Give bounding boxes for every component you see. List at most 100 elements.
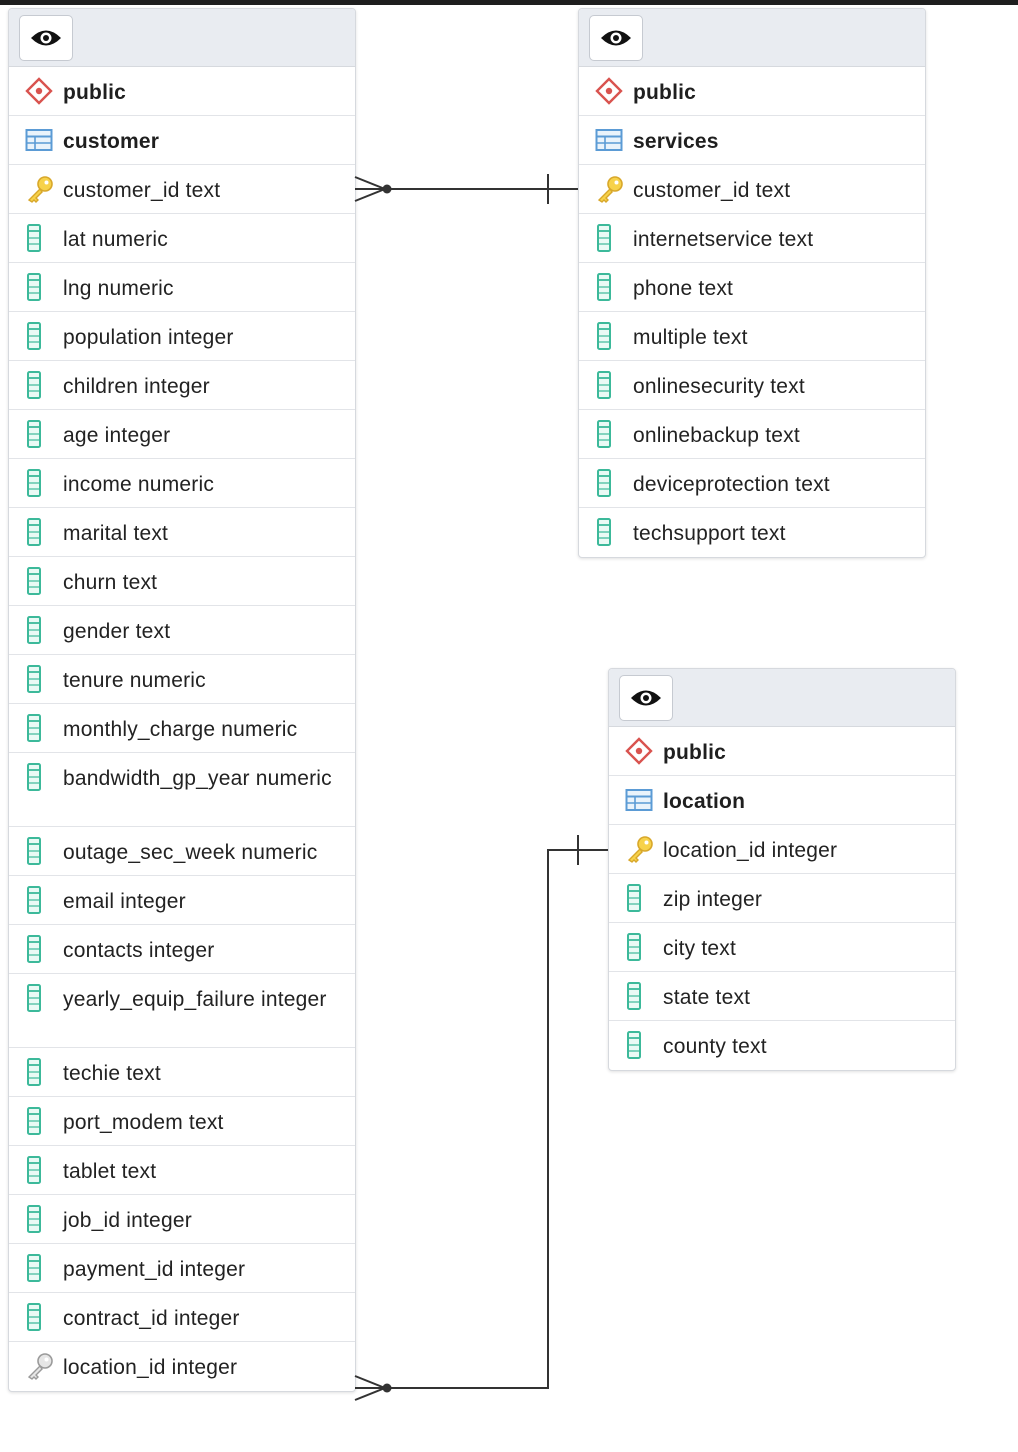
- row-label: yearly_equip_failure integer: [63, 988, 327, 1011]
- column-icon: [625, 884, 655, 912]
- column-row[interactable]: contract_id integer: [9, 1293, 355, 1342]
- row-label: internetservice text: [633, 228, 814, 251]
- column-icon: [25, 763, 55, 791]
- table-icon: [625, 787, 655, 813]
- row-label: gender text: [63, 620, 171, 643]
- column-row[interactable]: outage_sec_week numeric: [9, 827, 355, 876]
- crowfoot-upper: [354, 1375, 386, 1389]
- column-icon: [625, 982, 655, 1010]
- column-row[interactable]: techie text: [9, 1048, 355, 1097]
- column-icon: [25, 1303, 55, 1331]
- column-row[interactable]: lng numeric: [9, 263, 355, 312]
- column-row[interactable]: job_id integer: [9, 1195, 355, 1244]
- column-icon: [25, 935, 55, 963]
- relationship-dot: [382, 184, 392, 194]
- column-row[interactable]: multiple text: [579, 312, 925, 361]
- row-label: payment_id integer: [63, 1258, 246, 1281]
- column-row[interactable]: county text: [609, 1021, 955, 1070]
- schema-row[interactable]: public: [579, 67, 925, 116]
- column-row[interactable]: onlinebackup text: [579, 410, 925, 459]
- column-icon: [625, 933, 655, 961]
- column-row[interactable]: gender text: [9, 606, 355, 655]
- column-icon: [595, 420, 625, 448]
- row-label: bandwidth_gp_year numeric: [63, 767, 332, 790]
- column-row[interactable]: location_id integer: [609, 825, 955, 874]
- schema-icon: [595, 77, 625, 105]
- column-row[interactable]: customer_id text: [579, 165, 925, 214]
- column-icon: [25, 837, 55, 865]
- column-row[interactable]: marital text: [9, 508, 355, 557]
- table-name-row[interactable]: location: [609, 776, 955, 825]
- column-row[interactable]: zip integer: [609, 874, 955, 923]
- row-label: age integer: [63, 424, 171, 447]
- relationship-customer-services[interactable]: [354, 174, 578, 204]
- row-label: services: [633, 130, 719, 153]
- column-icon: [25, 616, 55, 644]
- column-row[interactable]: internetservice text: [579, 214, 925, 263]
- column-row[interactable]: yearly_equip_failure integer: [9, 974, 355, 1048]
- column-row[interactable]: payment_id integer: [9, 1244, 355, 1293]
- row-label: public: [633, 81, 697, 104]
- column-row[interactable]: bandwidth_gp_year numeric: [9, 753, 355, 827]
- table-icon: [595, 127, 625, 153]
- column-row[interactable]: city text: [609, 923, 955, 972]
- row-label: port_modem text: [63, 1111, 224, 1134]
- column-icon: [25, 224, 55, 252]
- column-row[interactable]: customer_id text: [9, 165, 355, 214]
- column-row[interactable]: phone text: [579, 263, 925, 312]
- row-label: job_id integer: [63, 1209, 192, 1232]
- column-row[interactable]: port_modem text: [9, 1097, 355, 1146]
- row-label: churn text: [63, 571, 158, 594]
- row-label: children integer: [63, 375, 210, 398]
- table-name-row[interactable]: customer: [9, 116, 355, 165]
- column-row[interactable]: email integer: [9, 876, 355, 925]
- eye-icon[interactable]: [619, 675, 673, 721]
- row-label: location_id integer: [63, 1356, 238, 1379]
- column-row[interactable]: contacts integer: [9, 925, 355, 974]
- row-label: public: [63, 81, 127, 104]
- column-row[interactable]: tablet text: [9, 1146, 355, 1195]
- row-label: phone text: [633, 277, 734, 300]
- column-icon: [595, 224, 625, 252]
- table-services[interactable]: public services customer_id text internetse…: [578, 8, 926, 558]
- column-icon: [25, 322, 55, 350]
- row-label: email integer: [63, 890, 186, 913]
- row-label: lat numeric: [63, 228, 168, 251]
- column-row[interactable]: tenure numeric: [9, 655, 355, 704]
- row-label: public: [663, 741, 727, 764]
- crowfoot-lower: [354, 188, 386, 202]
- column-row[interactable]: onlinesecurity text: [579, 361, 925, 410]
- eye-icon[interactable]: [589, 15, 643, 61]
- column-icon: [625, 1031, 655, 1059]
- eye-icon[interactable]: [19, 15, 73, 61]
- column-row[interactable]: children integer: [9, 361, 355, 410]
- schema-row[interactable]: public: [609, 727, 955, 776]
- row-label: tenure numeric: [63, 669, 206, 692]
- column-row[interactable]: lat numeric: [9, 214, 355, 263]
- column-row[interactable]: techsupport text: [579, 508, 925, 557]
- column-row[interactable]: churn text: [9, 557, 355, 606]
- column-icon: [25, 1058, 55, 1086]
- column-row[interactable]: age integer: [9, 410, 355, 459]
- table-name-row[interactable]: services: [579, 116, 925, 165]
- row-label: contract_id integer: [63, 1307, 240, 1330]
- column-row[interactable]: monthly_charge numeric: [9, 704, 355, 753]
- row-label: monthly_charge numeric: [63, 718, 298, 741]
- row-label: county text: [663, 1035, 767, 1058]
- table-icon: [25, 127, 55, 153]
- column-row[interactable]: population integer: [9, 312, 355, 361]
- column-row[interactable]: location_id integer: [9, 1342, 355, 1391]
- row-label: state text: [663, 986, 751, 1009]
- column-row[interactable]: income numeric: [9, 459, 355, 508]
- schema-icon: [625, 737, 655, 765]
- column-row[interactable]: deviceprotection text: [579, 459, 925, 508]
- crowfoot-upper: [354, 176, 386, 190]
- table-header: [9, 9, 355, 67]
- relationship-customer-location[interactable]: [354, 835, 608, 1401]
- schema-row[interactable]: public: [9, 67, 355, 116]
- column-row[interactable]: state text: [609, 972, 955, 1021]
